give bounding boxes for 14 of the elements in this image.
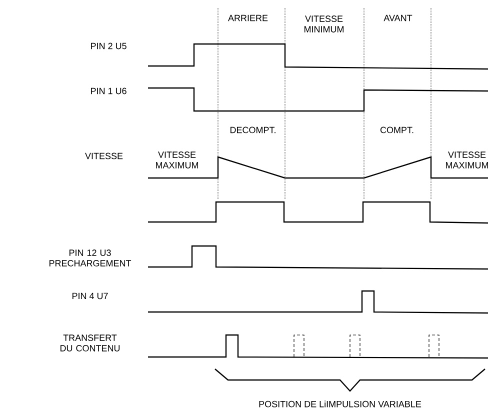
signal-label: PIN 1 U6 <box>91 88 126 94</box>
signal-label: COMPT. <box>380 126 414 134</box>
signal-label: VITESSE MAXIMUM <box>446 152 488 168</box>
signal-label: TRANSFERT DU CONTENU <box>60 334 120 352</box>
signal-label: PIN 2 U5 <box>91 42 126 50</box>
signal-label: VITESSE MINIMUM <box>304 16 344 32</box>
signal-label: PIN 12 U3 PRECHARGEMENT <box>50 250 132 266</box>
signal-label: VITESSE <box>85 152 123 160</box>
signal-label: DECOMPT. <box>230 126 276 134</box>
signal-label: VITESSE MAXIMUM <box>156 152 198 168</box>
signal-label: ARRIERE <box>228 14 268 22</box>
signal-label: PIN 4 U7 <box>72 292 108 300</box>
signal-label: AVANT <box>384 14 412 22</box>
signal-label: POSITION DE LiIMPULSION VARIABLE <box>259 400 422 408</box>
